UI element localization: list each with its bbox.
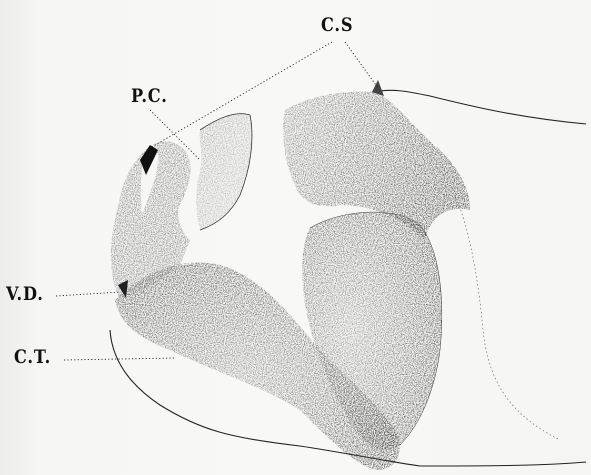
label-c-s: C.S — [321, 16, 353, 35]
label-p-c: P.C. — [131, 87, 168, 106]
ct-leader — [64, 358, 175, 360]
p-c-structure — [196, 114, 252, 230]
label-v-d: V.D. — [6, 285, 44, 304]
body-outline-right — [455, 195, 560, 440]
vd-leader — [56, 292, 120, 296]
label-c-t: C.T. — [14, 348, 51, 367]
cs-leader-right — [345, 42, 378, 88]
